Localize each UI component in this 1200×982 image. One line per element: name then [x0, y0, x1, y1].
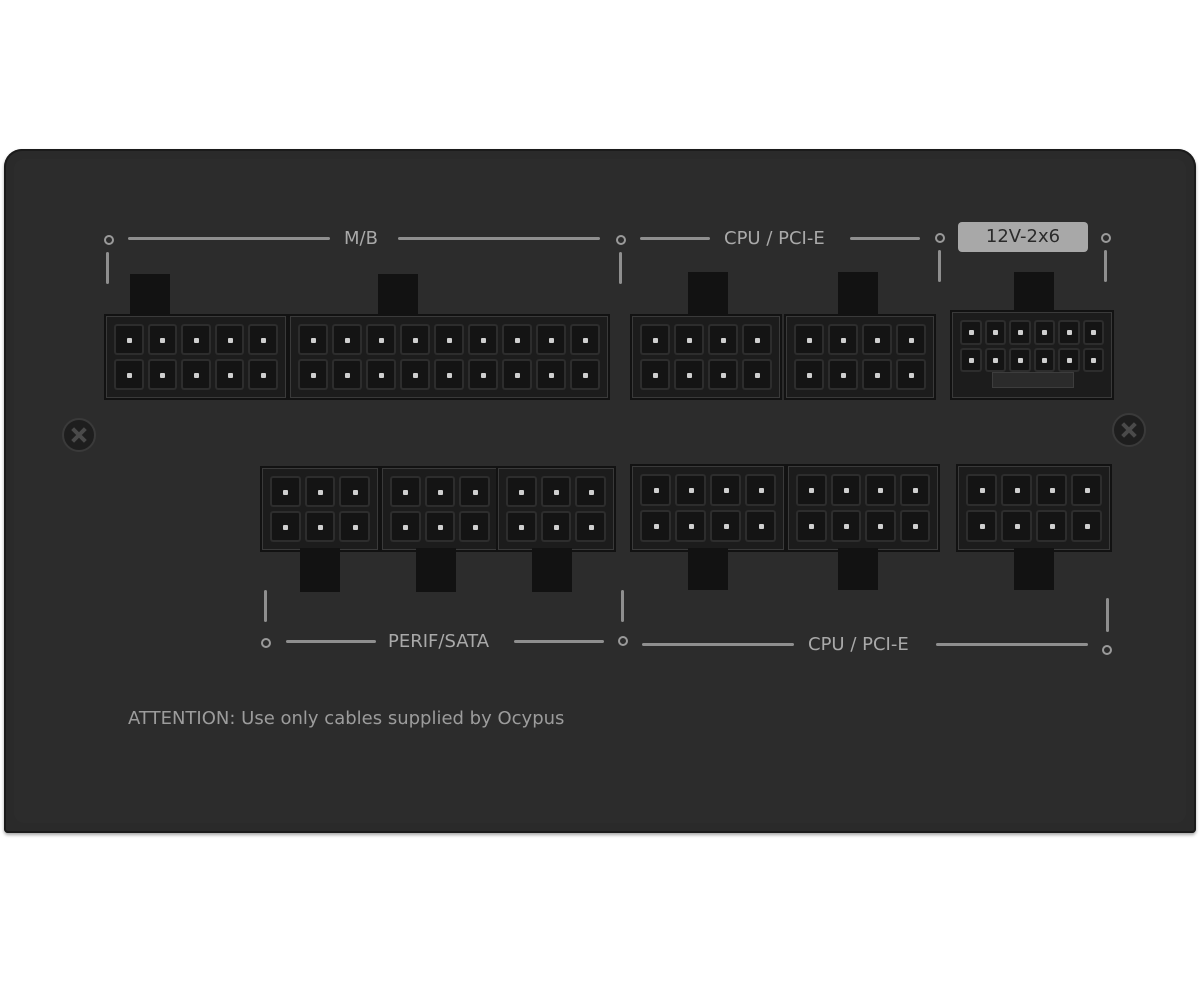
connector-latch: [1014, 548, 1054, 590]
guide-line: [128, 237, 330, 240]
guide-dot: [935, 233, 945, 243]
guide-line: [514, 640, 604, 643]
guide-line: [621, 590, 624, 622]
guide-line: [1106, 598, 1109, 632]
connector-latch: [688, 272, 728, 320]
guide-dot: [104, 235, 114, 245]
guide-line: [619, 252, 622, 284]
attention-text: ATTENTION: Use only cables supplied by O…: [128, 708, 565, 729]
cpu-pcie-top-label: CPU / PCI-E: [724, 228, 825, 249]
guide-line: [850, 237, 920, 240]
guide-dot: [616, 235, 626, 245]
perif-connector-3: [496, 466, 616, 552]
guide-line: [936, 643, 1088, 646]
connector-latch: [688, 548, 728, 590]
cpu-pcie-bottom-connector-1: [630, 464, 786, 552]
guide-line: [640, 237, 710, 240]
guide-dot: [618, 636, 628, 646]
connector-latch: [838, 272, 878, 320]
guide-line: [398, 237, 600, 240]
connector-latch: [838, 548, 878, 590]
power-12v-connector: [950, 310, 1114, 400]
guide-dot: [1101, 233, 1111, 243]
cpu-pcie-bottom-label: CPU / PCI-E: [808, 634, 909, 655]
connector-latch: [416, 548, 456, 592]
mb-label: M/B: [344, 228, 378, 249]
mb-18pin-connector: [288, 314, 610, 400]
power-12v-badge: 12V-2x6: [958, 222, 1088, 252]
guide-line: [106, 252, 109, 284]
guide-line: [642, 643, 794, 646]
screw-icon: [62, 418, 96, 452]
cpu-pcie-top-connector-1: [630, 314, 782, 400]
cpu-pcie-bottom-connector-2: [786, 464, 940, 552]
cpu-pcie-bottom-connector-3: [956, 464, 1112, 552]
screw-icon: [1112, 413, 1146, 447]
connector-latch: [300, 548, 340, 592]
cpu-pcie-top-connector-2: [784, 314, 936, 400]
sense-slot: [992, 372, 1074, 388]
guide-line: [286, 640, 376, 643]
connector-latch: [532, 548, 572, 592]
guide-line: [1104, 250, 1107, 282]
perif-connector-2: [380, 466, 500, 552]
perif-sata-label: PERIF/SATA: [388, 631, 490, 652]
guide-line: [264, 590, 267, 622]
guide-dot: [1102, 645, 1112, 655]
mb-10pin-connector: [104, 314, 288, 400]
connector-latch: [1014, 272, 1054, 316]
perif-connector-1: [260, 466, 380, 552]
guide-dot: [261, 638, 271, 648]
guide-line: [938, 250, 941, 282]
